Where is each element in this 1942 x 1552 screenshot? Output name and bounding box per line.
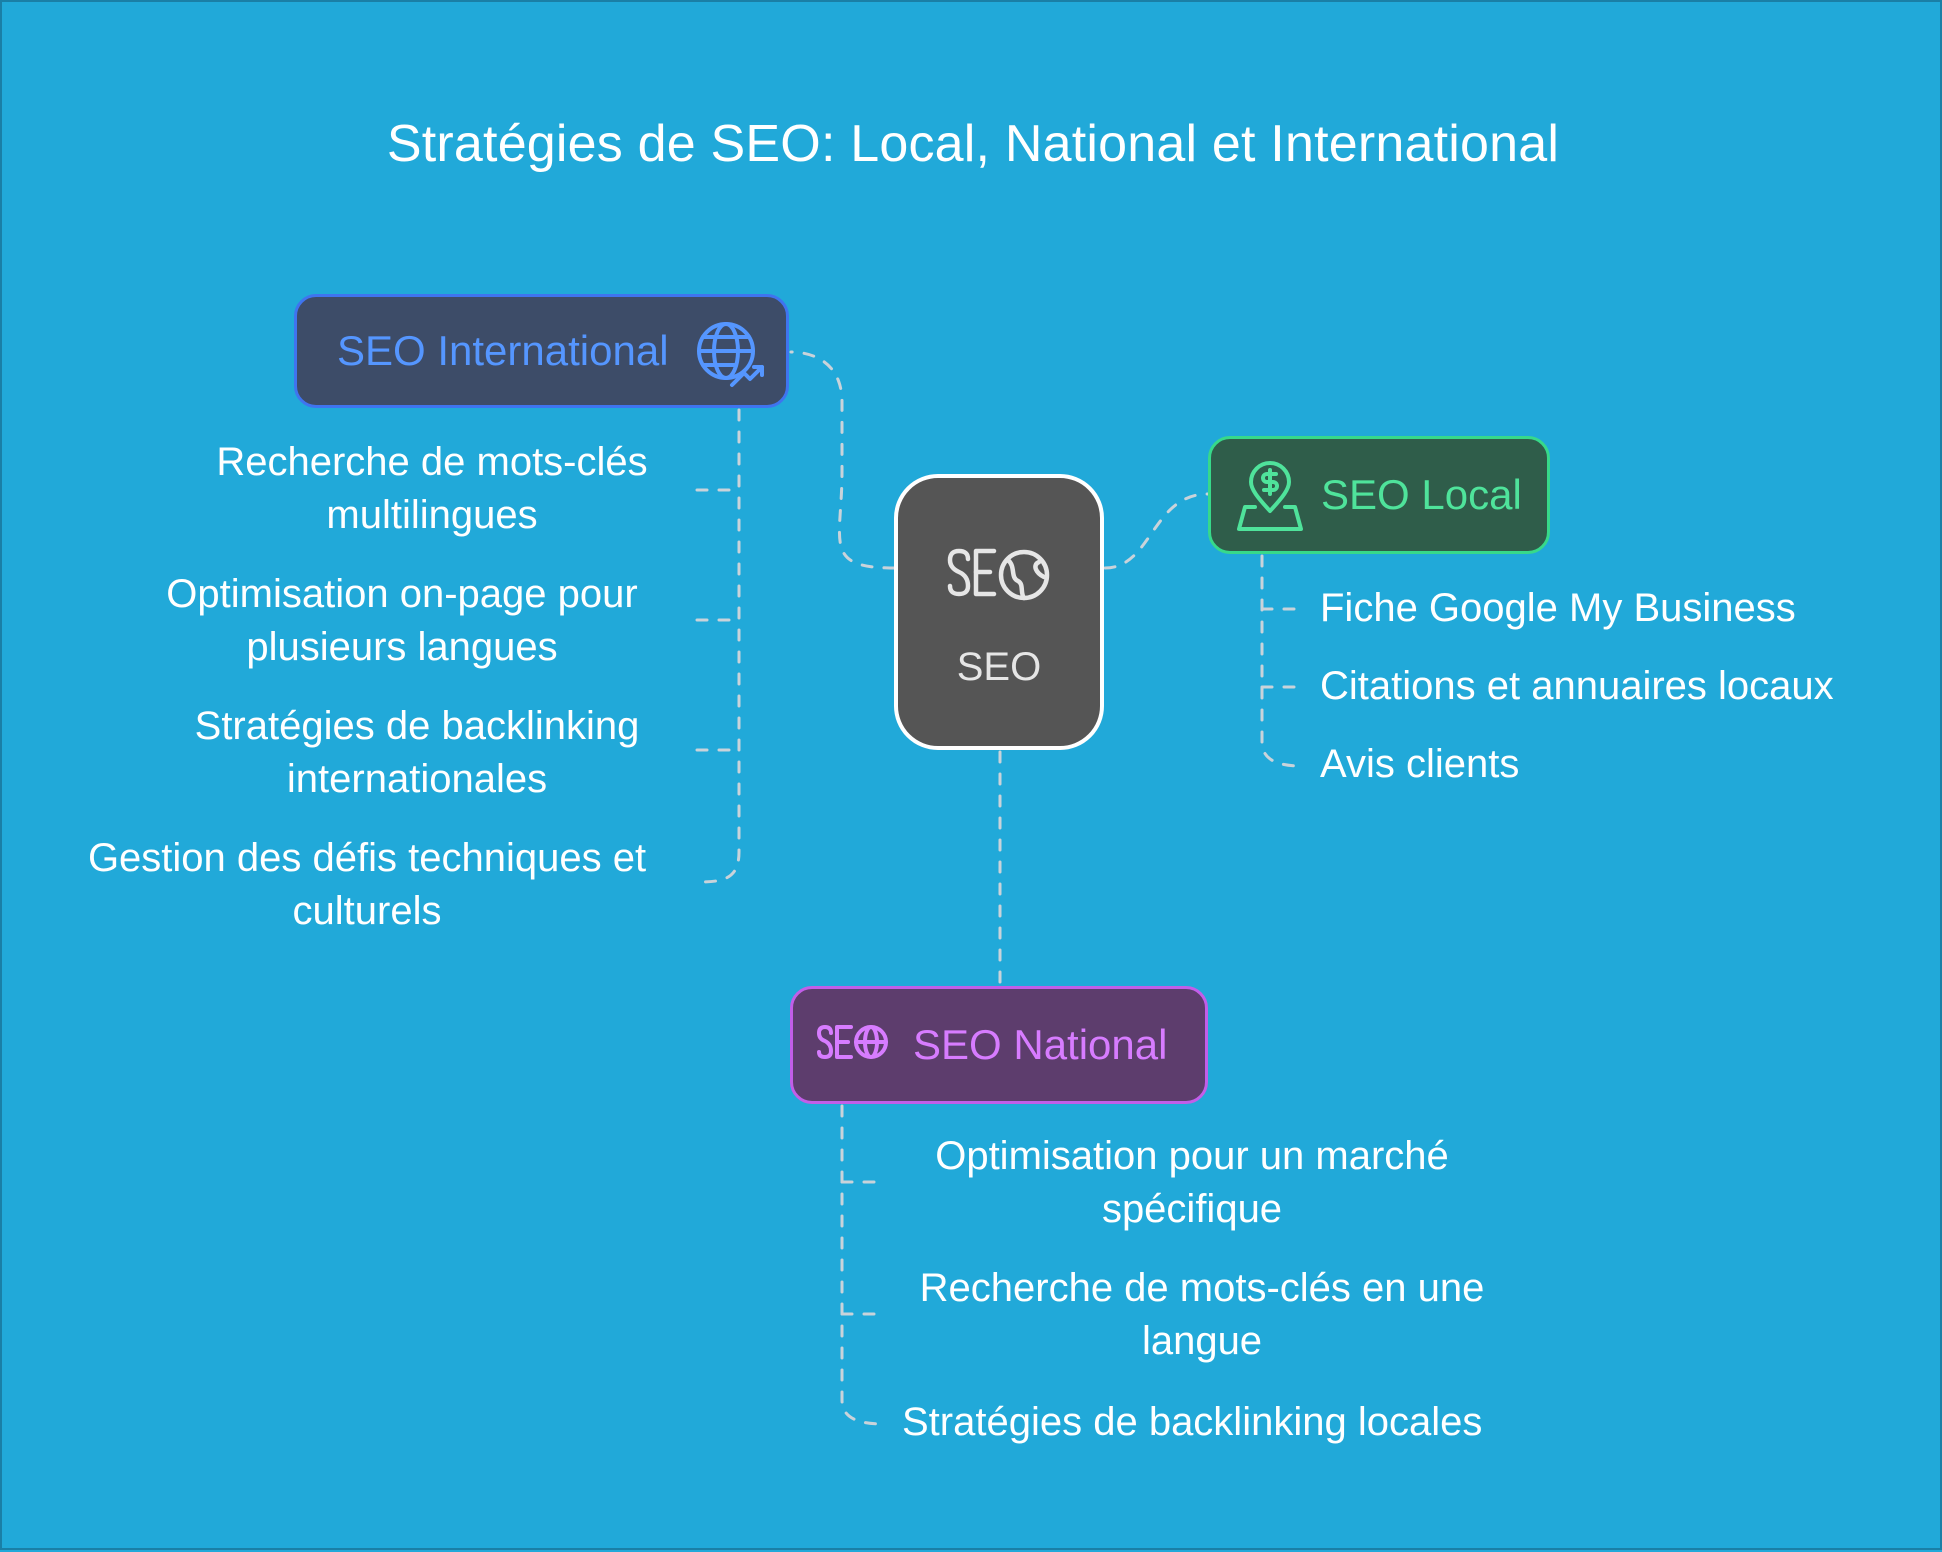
international-item-3: Stratégies de backlinking internationale… xyxy=(194,704,640,801)
node-seo-local-label: SEO Local xyxy=(1321,471,1522,518)
node-seo-center-label: SEO xyxy=(956,644,1042,689)
seo-globe-icon xyxy=(947,548,1050,600)
local-item-2: Citations et annuaires locaux xyxy=(1320,664,1834,708)
globe-trend-icon xyxy=(697,322,764,387)
node-seo-local[interactable]: SEO Local xyxy=(1208,436,1550,554)
node-seo-national[interactable]: SEO National xyxy=(790,986,1208,1104)
international-item-2: Optimisation on-page pour plusieurs lang… xyxy=(166,572,638,669)
national-item-2: Recherche de mots-clés en une langue xyxy=(919,1266,1485,1363)
local-item-1: Fiche Google My Business xyxy=(1320,586,1796,630)
connector-local-spine xyxy=(1260,554,1304,768)
node-seo-international-label: SEO International xyxy=(337,327,669,374)
national-item-3: Stratégies de backlinking locales xyxy=(902,1400,1483,1444)
local-item-3: Avis clients xyxy=(1320,742,1520,786)
connector-center-international xyxy=(789,350,896,570)
diagram-title: Stratégies de SEO: Local, National et In… xyxy=(386,115,1560,173)
node-seo-center[interactable]: SEO xyxy=(894,474,1104,750)
international-item-1: Recherche de mots-clés multilingues xyxy=(216,440,648,537)
node-seo-international[interactable]: SEO International xyxy=(294,294,789,408)
connector-center-local xyxy=(1103,492,1210,570)
node-seo-national-label: SEO National xyxy=(913,1021,1168,1068)
national-item-1: Optimisation pour un marché spécifique xyxy=(935,1134,1449,1231)
connector-international-spine xyxy=(695,408,741,884)
connector-national-spine xyxy=(840,1104,886,1426)
seo-globe-icon xyxy=(817,1025,888,1059)
international-item-4: Gestion des défis techniques et culturel… xyxy=(87,836,647,933)
map-pin-dollar-icon xyxy=(1237,461,1303,531)
